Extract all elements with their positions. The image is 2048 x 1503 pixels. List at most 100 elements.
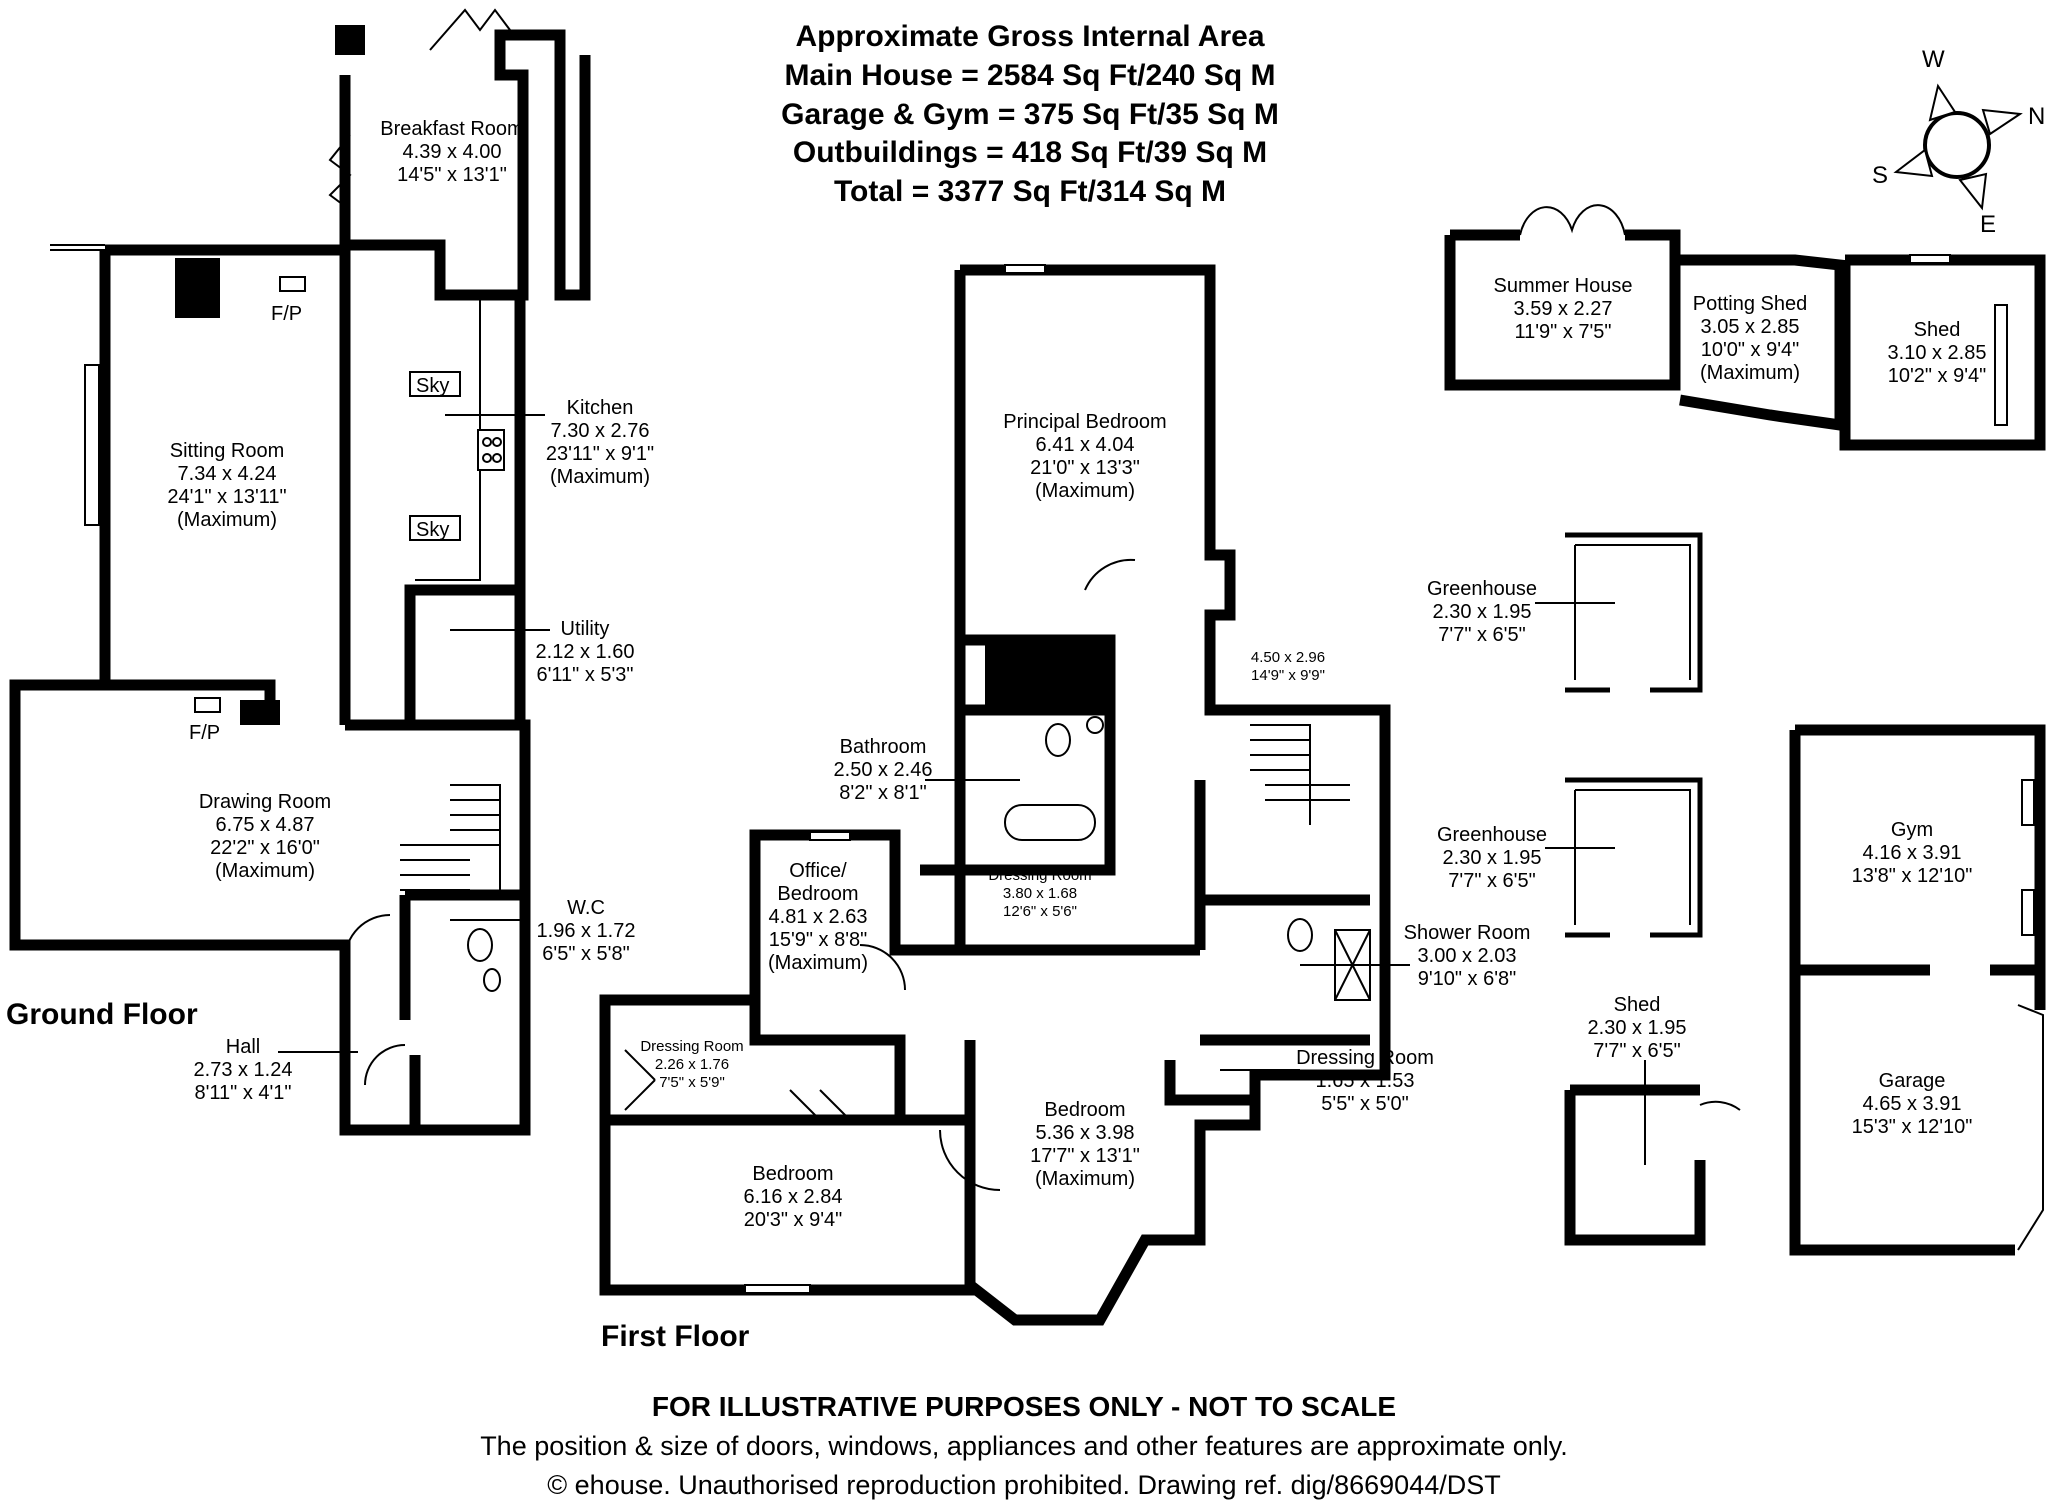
kitchen-name: Kitchen — [567, 397, 634, 419]
sitting-room-note: (Maximum) — [177, 509, 277, 531]
office-name: Office/ — [789, 860, 847, 882]
breakfast-room-imperial: 14'5" x 13'1" — [397, 164, 507, 186]
principal-bedroom-note: (Maximum) — [1035, 480, 1135, 502]
principal-bedroom-name: Principal Bedroom — [1003, 411, 1166, 433]
outbuildings-plan — [1444, 204, 2046, 1256]
shed-2-imperial: 7'7" x 6'5" — [1593, 1040, 1680, 1062]
dressing-room-1-metric: 3.80 x 1.68 — [1003, 885, 1077, 902]
disclaimer-line-1: FOR ILLUSTRATIVE PURPOSES ONLY - NOT TO … — [652, 1391, 1396, 1422]
summer-house-metric: 3.59 x 2.27 — [1514, 298, 1613, 320]
dressing-room-2-imperial: 7'5" x 5'9" — [659, 1074, 725, 1091]
bathroom-metric: 2.50 x 2.46 — [834, 759, 933, 781]
shed-1-imperial: 10'2" x 9'4" — [1888, 365, 1987, 387]
greenhouse-2-name: Greenhouse — [1437, 824, 1547, 846]
bedroom-2-note: (Maximum) — [1035, 1168, 1135, 1190]
area-outbuildings: Outbuildings = 418 Sq Ft/39 Sq M — [793, 136, 1267, 169]
area-total: Total = 3377 Sq Ft/314 Sq M — [834, 175, 1226, 208]
greenhouse-2-metric: 2.30 x 1.95 — [1443, 847, 1542, 869]
kitchen-imperial: 23'11" x 9'1" — [546, 443, 654, 465]
drawing-room-note: (Maximum) — [215, 860, 315, 882]
drawing-room-imperial: 22'2" x 16'0" — [210, 837, 320, 859]
disclaimer-line-2: The position & size of doors, windows, a… — [480, 1431, 1568, 1461]
skylight-label-1: Sky — [416, 375, 449, 397]
bedroom-1-name: Bedroom — [752, 1163, 833, 1185]
svg-text:W.C1.96 x 1.726'5" x 5'8": W.C1.96 x 1.726'5" x 5'8" — [537, 897, 636, 965]
garage-name: Garage — [1879, 1070, 1946, 1092]
breakfast-room-name: Breakfast Room — [380, 118, 523, 140]
sitting-room-imperial: 24'1" x 13'11" — [167, 486, 286, 508]
bedroom-2-metric: 5.36 x 3.98 — [1036, 1122, 1135, 1144]
wc-metric: 1.96 x 1.72 — [537, 920, 636, 942]
area-title: Approximate Gross Internal Area — [795, 20, 1264, 53]
disclaimer: FOR ILLUSTRATIVE PURPOSES ONLY - NOT TO … — [480, 1391, 1568, 1500]
bathroom-imperial: 8'2" x 8'1" — [839, 782, 926, 804]
greenhouse-1-name: Greenhouse — [1427, 578, 1537, 600]
bedroom-1-metric: 6.16 x 2.84 — [744, 1186, 843, 1208]
kitchen-metric: 7.30 x 2.76 — [551, 420, 650, 442]
fireplace-label-drawing: F/P — [189, 722, 220, 744]
ground-floor-plan: F/P F/P Sky Sky — [9, 8, 591, 1136]
principal-bedroom-imperial: 21'0" x 13'3" — [1030, 457, 1140, 479]
greenhouse-2-imperial: 7'7" x 6'5" — [1448, 870, 1535, 892]
dressing-room-1-name: Dressing Room — [988, 867, 1091, 884]
potting-shed-imperial: 10'0" x 9'4" — [1701, 339, 1800, 361]
summer-house-name: Summer House — [1494, 275, 1633, 297]
sitting-room-metric: 7.34 x 4.24 — [178, 463, 277, 485]
compass-south: S — [1872, 162, 1888, 189]
shower-room-name: Shower Room — [1404, 922, 1531, 944]
garage-metric: 4.65 x 3.91 — [1863, 1093, 1962, 1115]
compass-east: E — [1980, 211, 1996, 238]
gym-metric: 4.16 x 3.91 — [1863, 842, 1962, 864]
compass-north: N — [2028, 103, 2045, 130]
potting-shed-name: Potting Shed — [1693, 293, 1808, 315]
gym-imperial: 13'8" x 12'10" — [1852, 865, 1973, 887]
wc-imperial: 6'5" x 5'8" — [542, 943, 629, 965]
area-summary: Approximate Gross Internal Area Main Hou… — [781, 20, 1279, 208]
garage-imperial: 15'3" x 12'10" — [1852, 1116, 1973, 1138]
shed-2-name: Shed — [1614, 994, 1661, 1016]
compass-icon: W N S E — [1872, 46, 2045, 238]
office-metric: 4.81 x 2.63 — [769, 906, 868, 928]
dressing-room-1-imperial: 12'6" x 5'6" — [1003, 903, 1077, 920]
hall-metric: 2.73 x 1.24 — [194, 1059, 293, 1081]
utility-name: Utility — [561, 618, 610, 640]
drawing-room-name: Drawing Room — [199, 791, 331, 813]
disclaimer-line-3: © ehouse. Unauthorised reproduction proh… — [547, 1470, 1500, 1500]
shed-2-metric: 2.30 x 1.95 — [1588, 1017, 1687, 1039]
bedroom-2-imperial: 17'7" x 13'1" — [1030, 1145, 1140, 1167]
office-name-2: Bedroom — [777, 883, 858, 905]
skylight-label-2: Sky — [416, 519, 449, 541]
greenhouse-1-imperial: 7'7" x 6'5" — [1438, 624, 1525, 646]
landing-imperial: 14'9" x 9'9" — [1251, 667, 1325, 684]
summer-house-imperial: 11'9" x 7'5" — [1514, 321, 1611, 343]
hall-name: Hall — [226, 1036, 260, 1058]
potting-shed-note: (Maximum) — [1700, 362, 1800, 384]
potting-shed-metric: 3.05 x 2.85 — [1701, 316, 1800, 338]
principal-bedroom-metric: 6.41 x 4.04 — [1036, 434, 1135, 456]
greenhouse-1-metric: 2.30 x 1.95 — [1433, 601, 1532, 623]
first-floor-plan — [599, 264, 1391, 1326]
